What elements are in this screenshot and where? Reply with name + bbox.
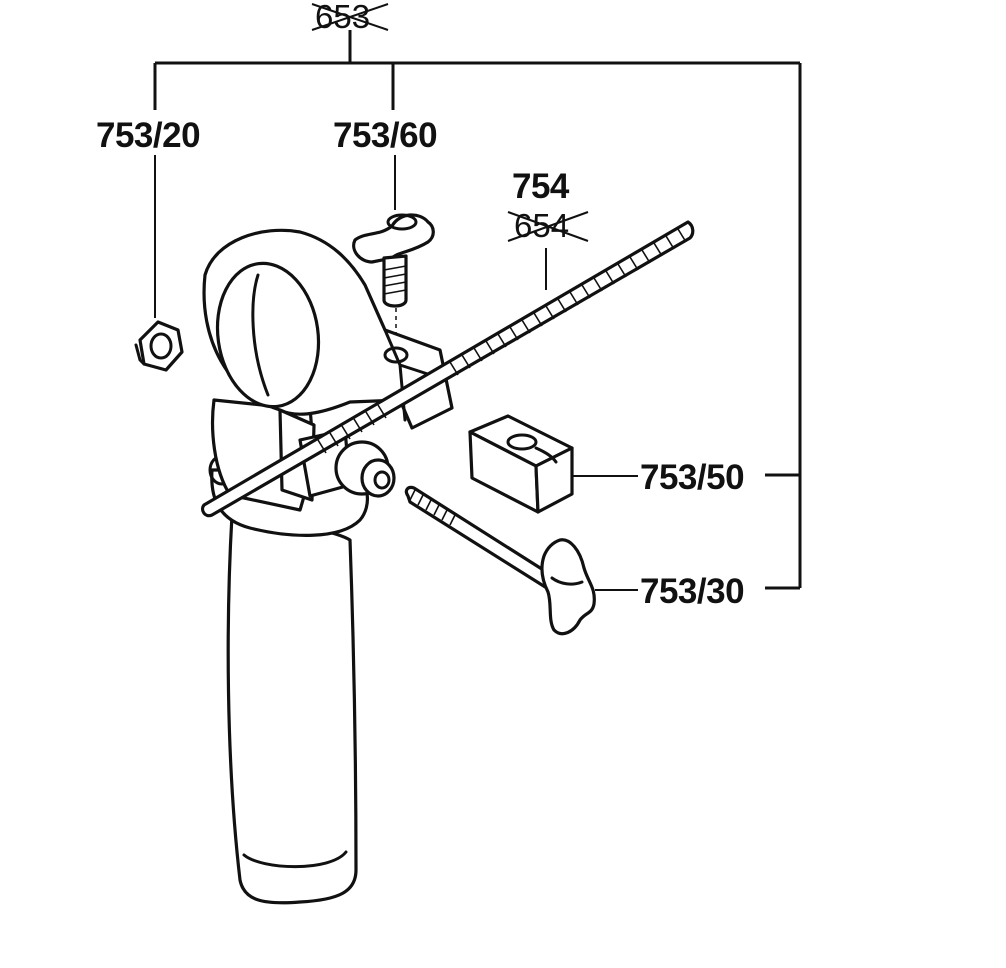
callout-clamp-screw: 753/60 [333, 116, 437, 155]
strike-top-b [311, 3, 389, 31]
wing-bolt-head [540, 538, 596, 636]
handle-grip-end [242, 850, 348, 869]
callout-nut: 753/20 [96, 116, 200, 155]
bracket-lines [153, 30, 802, 590]
clamp-screw-part [352, 213, 435, 308]
wing-bolt-threads [409, 487, 457, 526]
handle-clamp-part [202, 228, 454, 905]
callout-clamp-block: 753/50 [640, 458, 744, 497]
clamp-block-slot [506, 433, 538, 451]
clamp-ring-bore [215, 261, 321, 409]
callout-depth-rod-superseded: 654 [514, 207, 569, 244]
clamp-screw-shank [382, 254, 408, 308]
wing-bolt-head-edge [550, 576, 584, 586]
callout-labels: 653 753/20 753/60 754 654 753/50 753/30 [96, 0, 745, 611]
depth-rod-threads [317, 228, 687, 454]
clamp-screw-wing-head [352, 213, 435, 264]
hex-nut-side [134, 343, 146, 366]
handle-knob-center [373, 470, 391, 490]
clamp-block-part [468, 414, 574, 514]
callout-depth-rod: 754 [512, 167, 570, 206]
clamp-screw-head-top [386, 213, 418, 231]
hex-nut-hole [149, 332, 173, 360]
hex-nut-part [134, 320, 184, 372]
depth-rod-part [200, 220, 695, 518]
callout-top-superseded: 653 [315, 0, 370, 35]
clamp-block-slot-edge [534, 446, 558, 464]
handle-grip [226, 513, 358, 905]
clamp-block-side [534, 446, 574, 514]
depth-rod-shaft [200, 220, 695, 518]
strike-rod-b [507, 211, 589, 242]
wing-bolt-part [404, 485, 596, 636]
clamp-ring-bore-inner [251, 273, 270, 397]
hex-nut-body [138, 320, 184, 372]
callout-wing-bolt: 753/30 [640, 572, 744, 611]
clamp-screw-hole [383, 346, 409, 364]
